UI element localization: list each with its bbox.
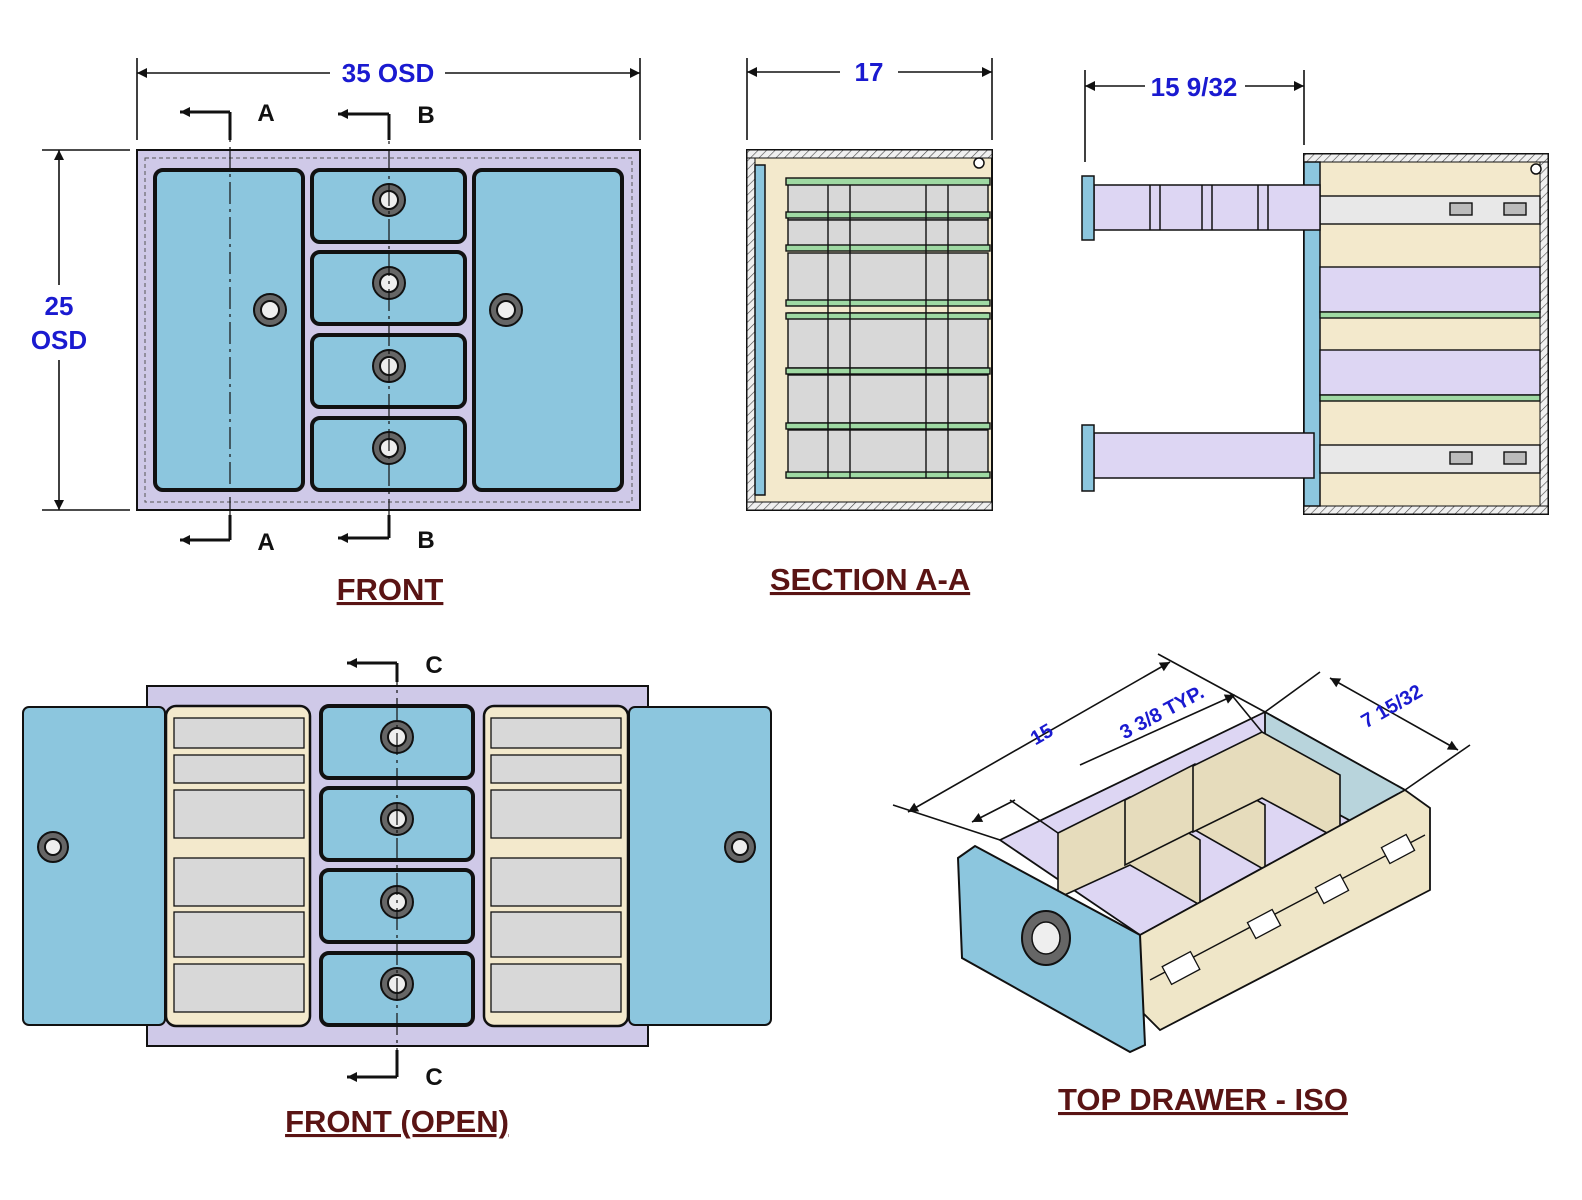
slide-hardware-icon: [1161, 833, 1416, 986]
front-open-right-door: [628, 706, 772, 1026]
iso-length-dimension: 15: [1027, 720, 1057, 750]
latch-icon: [37, 831, 756, 863]
front-view-title: FRONT: [337, 572, 444, 607]
iso-width-dimension: 7 15/32: [1358, 681, 1427, 733]
front-width-dimension: 35 OSD: [342, 58, 435, 88]
front-right-door: [472, 168, 624, 492]
section-label-a-top: A: [257, 100, 274, 127]
front-view: 35 OSD 25 OSD: [31, 58, 641, 607]
section-bb-view: 15 9/32: [1081, 70, 1549, 515]
section-bb-extension-dimension: 15 9/32: [1151, 72, 1238, 102]
section-aa-trays: [785, 177, 991, 479]
section-aa-depth-dimension: 17: [855, 57, 884, 87]
latch-icon: [253, 183, 523, 465]
front-open-view-title: FRONT (OPEN): [285, 1104, 509, 1139]
section-bb-open-drawer-top: [1081, 175, 1321, 241]
front-open-left-trays: [164, 704, 312, 1028]
section-aa-title: SECTION A-A: [770, 562, 970, 597]
top-drawer-iso-view: 15 3 3/8 TYP. 7 15/32 TOP DRAWER - ISO: [892, 653, 1471, 1117]
front-left-door: [153, 168, 305, 492]
section-aa-view: 17 SECTION A-A: [746, 57, 993, 597]
section-label-c-bottom: C: [425, 1064, 442, 1091]
section-label-a-bottom: A: [257, 529, 274, 556]
front-height-dimension-value: 25: [45, 291, 74, 321]
front-open-right-trays: [482, 704, 630, 1028]
section-bb-open-drawer-bottom: [1081, 424, 1315, 492]
section-label-c-top: C: [425, 652, 442, 679]
front-height-dimension-unit: OSD: [31, 325, 87, 355]
section-label-b-bottom: B: [417, 527, 434, 554]
top-drawer-iso-title: TOP DRAWER - ISO: [1058, 1082, 1348, 1117]
front-open-view: C C FRONT (OPEN): [22, 652, 772, 1139]
section-label-b-top: B: [417, 102, 434, 129]
front-open-left-door: [22, 706, 166, 1026]
